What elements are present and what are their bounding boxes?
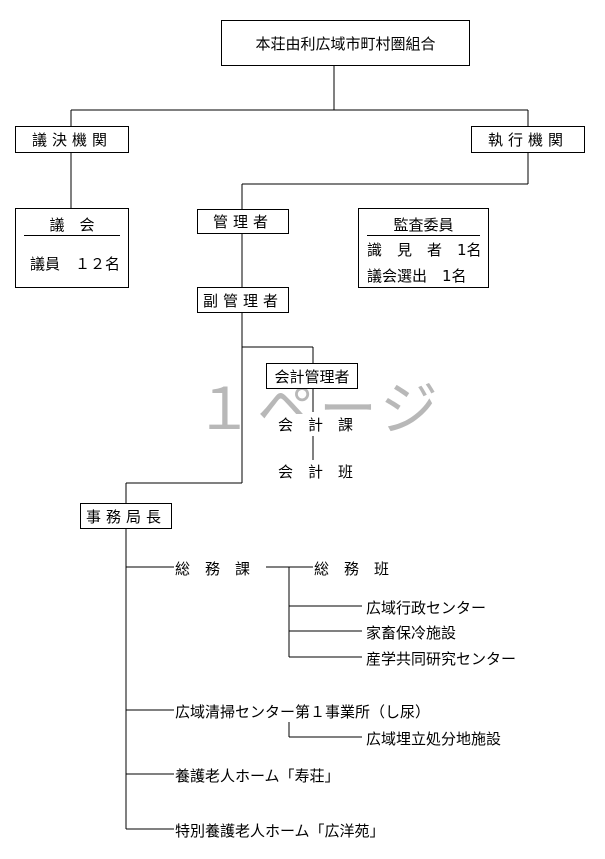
accounting-section: 会 計 課 [278,414,354,435]
auditors-divider [367,235,480,236]
auditors-title: 監査委員 [393,216,454,234]
auditor-row: 議会選出 1名 [367,267,467,285]
facility-item: 家畜保冷施設 [366,622,457,643]
facility-item: 広域行政センター [366,597,487,618]
assembly-title: 議 会 [49,216,95,234]
auditor-row: 識 見 者 1名 [367,241,482,259]
general-affairs-section: 総 務 課 [175,558,251,579]
legislative-body-box: 議決機関 [15,126,129,153]
assembly-divider [24,235,120,236]
landfill-facility: 広域埋立処分地施設 [366,728,502,749]
assembly-box: 議 会 議員 １２名 [15,208,129,288]
org-name-box: 本荘由利広域市町村圏組合 [221,20,470,66]
special-elderly-home: 特別養護老人ホーム「広洋苑」 [175,820,385,841]
secretariat-director-box: 事務局長 [80,503,172,529]
accounting-manager-box: 会計管理者 [266,363,358,389]
elderly-home: 養護老人ホーム「寿荘」 [175,765,340,786]
facility-item: 産学共同研究センター [366,648,517,669]
executive-body-box: 執行機関 [471,126,585,153]
assembly-members: 議員 １２名 [30,255,121,273]
auditors-box: 監査委員 識 見 者 1名 議会選出 1名 [358,208,489,288]
accounting-team: 会 計 班 [278,461,354,482]
cleaning-center: 広域清掃センター第１事業所（し尿） [175,701,431,722]
administrator-box: 管理者 [197,209,289,234]
deputy-administrator-box: 副管理者 [197,287,289,313]
general-affairs-team: 総 務 班 [314,558,390,579]
